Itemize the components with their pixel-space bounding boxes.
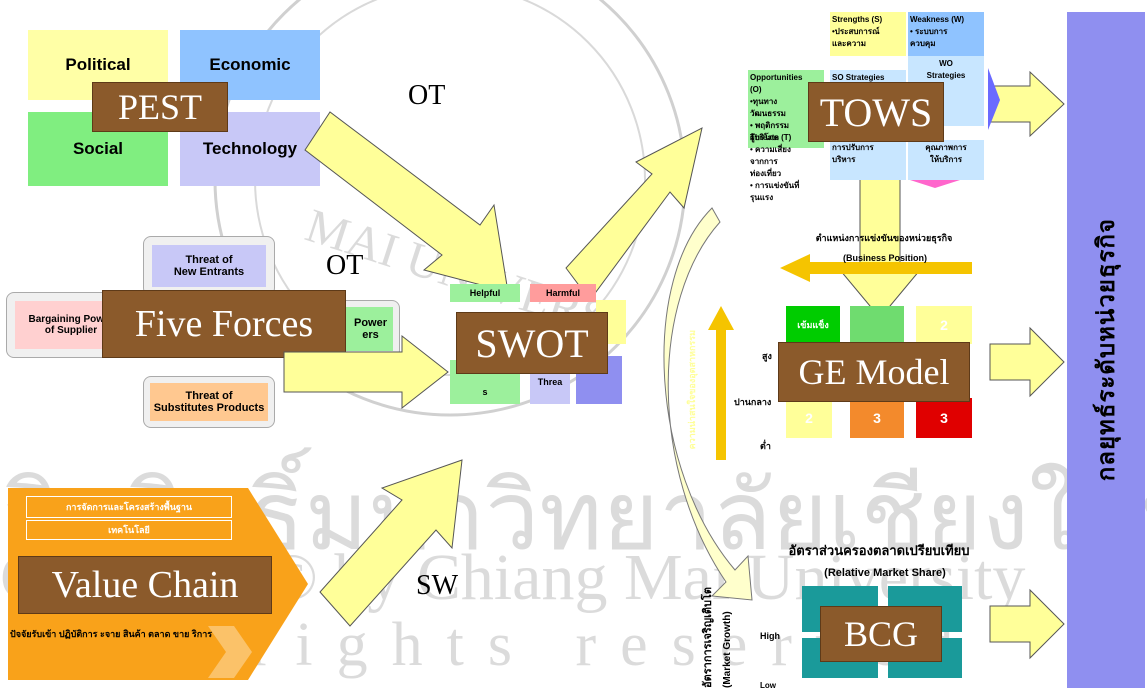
arrow-ge-right	[989, 326, 1065, 398]
tows-weakness: Weakness (W) • ระบบการ ควบคุม	[908, 12, 984, 56]
swot-harmful-label: Harmful	[545, 288, 580, 298]
arrow-curve-bcg	[663, 207, 753, 601]
arrow-tows-right	[989, 70, 1065, 138]
value-chain-primary-activities: ปัจจัยรับเข้า ปฏิบัติการ ะจาย สินค้า ตลา…	[10, 629, 213, 639]
ge-title: ตำแหน่งการแข่งขันของหน่วยธุรกิจ	[815, 233, 953, 243]
ot-label-1: OT	[408, 80, 446, 111]
arrow-swot-tows	[565, 127, 703, 301]
ge-cell-2a-label: 2	[940, 317, 948, 333]
ge-cell-3a: 3	[850, 398, 904, 438]
arrow-forces-swot	[283, 334, 449, 410]
tows-arrow-pink	[910, 180, 960, 188]
value-chain-technology-label: เทคโนโลยี	[108, 525, 150, 535]
ge-model-label: GE Model	[778, 342, 970, 402]
five-forces-label: Five Forces	[102, 290, 346, 358]
value-chain-label: Value Chain	[18, 556, 272, 614]
bcg-label-text: BCG	[843, 614, 919, 654]
ge-horizontal-arrow	[780, 254, 972, 282]
ge-cell-green-2	[850, 306, 904, 344]
value-chain-infrastructure: การจัดการและโครงสร้างพื้นฐาน	[26, 496, 232, 518]
value-chain-technology: เทคโนโลยี	[26, 520, 232, 540]
ge-model-label-text: GE Model	[798, 352, 950, 392]
pest-technology-label: Technology	[202, 139, 298, 158]
arrow-vc-swot	[319, 459, 463, 627]
ge-cell-2a: 2	[916, 306, 972, 344]
tows-label: TOWS	[808, 82, 944, 142]
pest-political-label: Political	[65, 55, 131, 74]
swot-helpful: Helpful	[450, 284, 520, 302]
bcg-high: High	[760, 631, 780, 641]
ot-label-2: OT	[326, 250, 364, 281]
swot-threat-label: Threa	[537, 377, 563, 387]
arrow-pest-swot	[304, 111, 509, 293]
tows-strengths: Strengths (S) •ประสบการณ์ และความ	[830, 12, 906, 56]
bcg-title: อัตราส่วนครองตลาดเปรียบเทียบ	[788, 543, 970, 558]
pest-label-text: PEST	[117, 87, 203, 127]
ge-mid: ปานกลาง	[734, 397, 772, 407]
bcg-subtitle: (Relative Market Share)	[824, 567, 946, 579]
business-strategy-label: กลยุทธ์ระดับหน่วยธุรกิจ	[1092, 218, 1120, 482]
value-chain-infrastructure-label: การจัดการและโครงสร้างพื้นฐาน	[65, 502, 193, 512]
tows-label-text: TOWS	[819, 89, 933, 135]
ge-cell-2b: 2	[786, 398, 832, 438]
ge-cell-3b: 3	[916, 398, 972, 438]
pest-economic-label: Economic	[209, 55, 291, 74]
bcg-y-th: อัตราการเจริญเติบโต	[702, 586, 714, 688]
bcg-low: Low	[760, 681, 776, 690]
pest-social-label: Social	[72, 139, 124, 158]
business-strategy-panel	[1067, 12, 1145, 688]
five-forces-label-text: Five Forces	[134, 303, 314, 345]
tows-so2: การปรับการ บริหาร	[830, 140, 906, 180]
swot-label: SWOT	[456, 312, 608, 374]
ge-cell-green-label: เข้มแข็ง	[797, 320, 829, 330]
arrow-bcg-right	[989, 588, 1065, 660]
swot-label-text: SWOT	[475, 320, 589, 366]
ge-cell-green: เข้มแข็ง	[786, 306, 840, 344]
ge-subtitle: (Business Position)	[842, 253, 927, 263]
ge-cell-2b-label: 2	[805, 410, 813, 426]
tows-threats: Threats (T) • ความเสี่ยง จากการ ท่องเที่…	[750, 133, 800, 202]
value-chain-label-text: Value Chain	[51, 564, 239, 606]
bcg-y-en: (Market Growth)	[722, 611, 733, 688]
ge-low: ต่ำ	[760, 441, 771, 451]
swot-helpful-label: Helpful	[469, 288, 501, 298]
business-strategy-panel-text: กลยุทธ์ระดับหน่วยธุรกิจ	[1067, 12, 1145, 688]
ge-high: สูง	[762, 351, 772, 361]
bcg-label: BCG	[820, 606, 942, 662]
sw-label: SW	[416, 570, 458, 601]
ge-cell-3a-label: 3	[873, 410, 881, 426]
threat-substitutes-label: Threat of Substitutes Products	[150, 383, 268, 421]
ge-vertical-label: ความน่าสนใจของอุตสาหกรรม	[687, 330, 697, 450]
ge-vertical-arrow	[708, 306, 734, 460]
ge-cell-3b-label: 3	[940, 410, 948, 426]
swot-harmful: Harmful	[530, 284, 596, 302]
threat-substitutes: Threat of Substitutes Products	[143, 376, 275, 428]
threat-new-entrants-label: Threat of New Entrants	[152, 245, 266, 287]
tows-wo2: คุณภาพการ ให้บริการ	[908, 140, 984, 180]
tows-arrow-right-blue	[988, 68, 1000, 130]
pest-label: PEST	[92, 82, 228, 132]
swot-s-fragment: s	[482, 387, 488, 397]
